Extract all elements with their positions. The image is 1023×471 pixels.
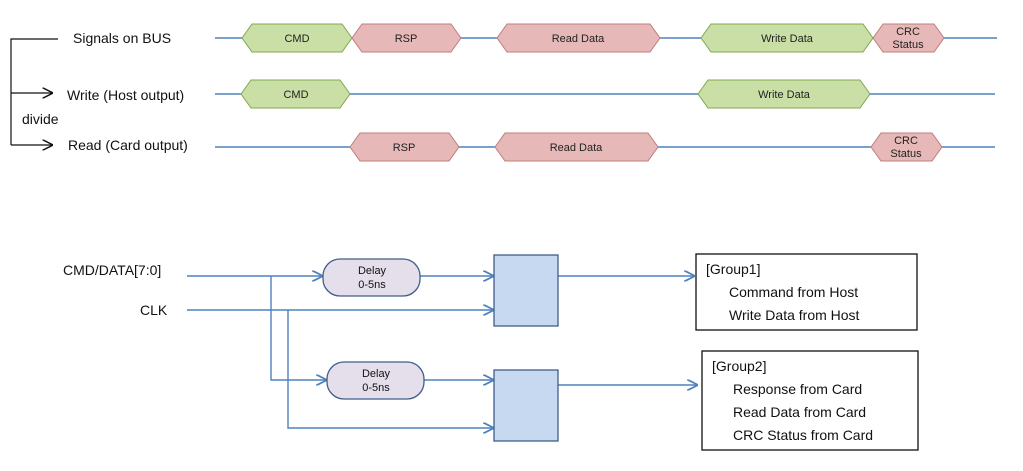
group1-item: Write Data from Host <box>729 307 860 323</box>
row-label-read: Read (Card output) <box>68 137 188 153</box>
timing-diagram: divide Signals on BUS Write (Host output… <box>10 23 997 162</box>
segment-label: RSP <box>395 33 418 45</box>
register-1 <box>493 254 559 327</box>
read-segment-read-data: Read Data <box>494 132 659 162</box>
group1-title: [Group1] <box>706 261 760 277</box>
segment-label: CMD <box>283 89 308 101</box>
segment-label: Status <box>892 39 924 51</box>
bus-segment-rsp: RSP <box>351 23 462 53</box>
delay-label: 0-5ns <box>358 279 386 291</box>
segment-label: Write Data <box>758 89 811 101</box>
read-segment-rsp: RSP <box>349 132 460 162</box>
segment-label: CRC <box>896 26 920 38</box>
segment-label: Read Data <box>552 33 605 45</box>
group1-item: Command from Host <box>729 284 858 300</box>
bus-segment-crc-status: CRC Status <box>872 23 945 53</box>
write-segment-write-data: Write Data <box>697 79 871 109</box>
wire-clk-branch <box>287 310 493 428</box>
delay-label: Delay <box>358 265 387 277</box>
bus-segment-read-data: Read Data <box>496 23 661 53</box>
divide-label: divide <box>22 111 59 127</box>
row-label-bus: Signals on BUS <box>73 30 171 46</box>
group2-title: [Group2] <box>712 358 766 374</box>
wire-data-branch <box>270 276 326 380</box>
segment-label: CMD <box>284 33 309 45</box>
bus-segment-cmd: CMD <box>241 23 353 53</box>
delay-element-1: Delay 0-5ns <box>322 258 421 297</box>
read-segment-crc-status: CRC Status <box>870 132 943 162</box>
group2-box: [Group2] Response from Card Read Data fr… <box>701 350 919 451</box>
segment-label: Write Data <box>761 33 814 45</box>
input-label-clk: CLK <box>140 302 168 318</box>
bus-segment-write-data: Write Data <box>700 23 874 53</box>
segment-label: RSP <box>393 142 416 154</box>
segment-label: Status <box>890 148 922 160</box>
register-2 <box>493 369 559 442</box>
delay-label: 0-5ns <box>362 382 390 394</box>
segment-label: CRC <box>894 135 918 147</box>
segment-label: Read Data <box>550 142 603 154</box>
group1-box: [Group1] Command from Host Write Data fr… <box>695 253 918 331</box>
input-label-cmd-data: CMD/DATA[7:0] <box>63 262 161 278</box>
delay-element-2: Delay 0-5ns <box>326 361 425 400</box>
row-label-write: Write (Host output) <box>67 87 184 103</box>
group2-item: CRC Status from Card <box>733 427 873 443</box>
divide-bracket <box>10 38 58 145</box>
capture-circuit: CMD/DATA[7:0] CLK Delay 0-5ns Delay 0 <box>63 253 919 451</box>
wires <box>187 276 697 428</box>
group2-item: Read Data from Card <box>733 404 866 420</box>
delay-label: Delay <box>362 368 391 380</box>
write-segment-cmd: CMD <box>240 79 351 109</box>
group2-item: Response from Card <box>733 381 862 397</box>
